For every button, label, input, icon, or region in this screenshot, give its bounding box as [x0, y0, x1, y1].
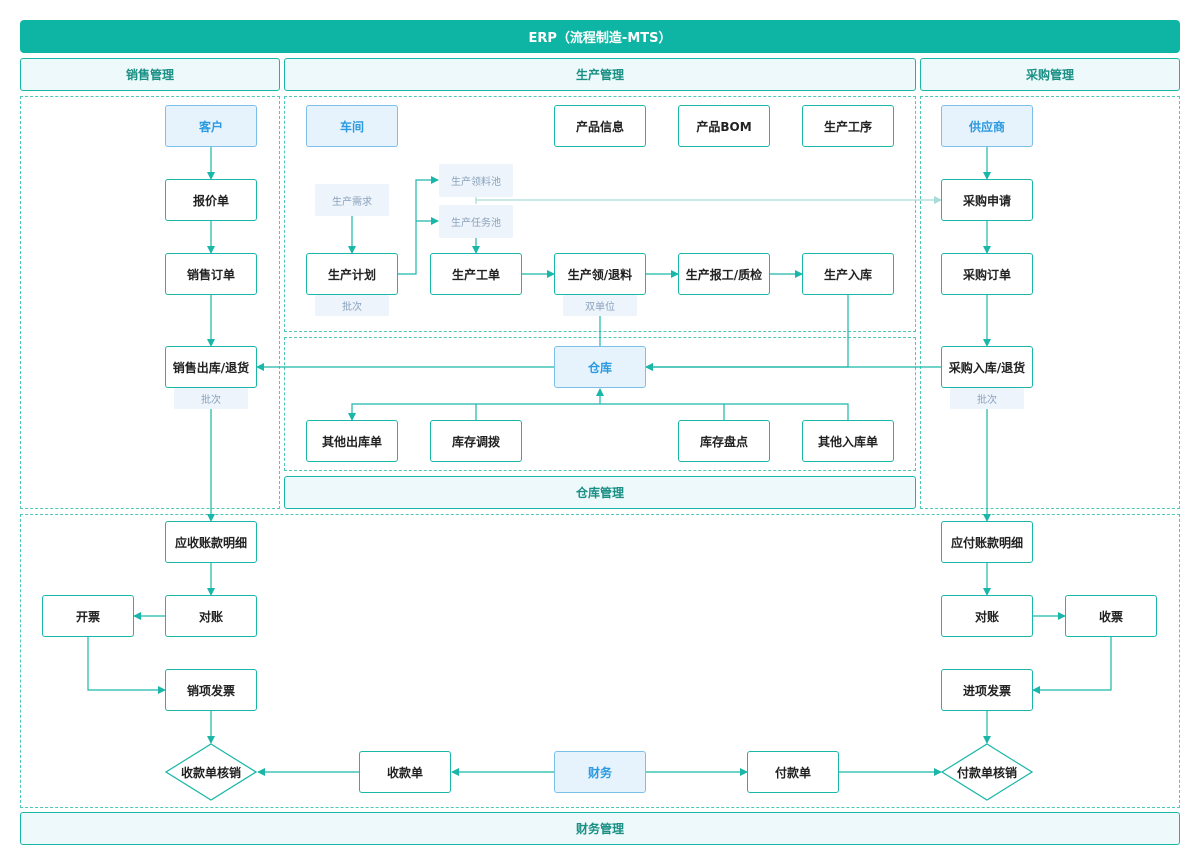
region-finance [20, 514, 1180, 808]
node-report-qc[interactable]: 生产报工/质检 [678, 253, 770, 295]
node-purchase-request[interactable]: 采购申请 [941, 179, 1033, 221]
diamond-shape [165, 743, 257, 801]
node-purchase-inbound[interactable]: 采购入库/退货 [941, 346, 1033, 388]
node-invoice-receive[interactable]: 收票 [1065, 595, 1157, 637]
tag-batch-purchase: 批次 [950, 388, 1024, 409]
edge-warehouse-other-outbound [348, 403, 849, 421]
node-customer[interactable]: 客户 [165, 105, 257, 147]
edge-plan-materialpool [398, 176, 439, 275]
payment-writeoff-label: 付款单核销 [956, 765, 1017, 780]
node-payment[interactable]: 付款单 [747, 751, 839, 793]
section-header-sales: 销售管理 [20, 58, 280, 91]
diamond-shape [941, 743, 1033, 801]
tag-batch-plan: 批次 [315, 295, 389, 316]
edge-receive-purchaseinvoice [1032, 637, 1112, 694]
node-finance[interactable]: 财务 [554, 751, 646, 793]
edge-invoice-salesinvoice [87, 637, 166, 694]
region-purchase [920, 96, 1180, 509]
node-workshop[interactable]: 车间 [306, 105, 398, 147]
node-warehouse[interactable]: 仓库 [554, 346, 646, 388]
node-receipt-writeoff[interactable]: 收款单核销 [165, 743, 257, 801]
section-header-purchase: 采购管理 [920, 58, 1180, 91]
node-ar-detail[interactable]: 应收账款明细 [165, 521, 257, 563]
node-payment-writeoff[interactable]: 付款单核销 [941, 743, 1033, 801]
node-production-inbound[interactable]: 生产入库 [802, 253, 894, 295]
node-product-bom[interactable]: 产品BOM [678, 105, 770, 147]
node-sales-outbound[interactable]: 销售出库/退货 [165, 346, 257, 388]
receipt-writeoff-label: 收款单核销 [180, 765, 241, 780]
node-ap-reconcile[interactable]: 对账 [941, 595, 1033, 637]
tag-task-pool: 生产任务池 [439, 205, 513, 238]
tag-dual-unit: 双单位 [563, 295, 637, 316]
tag-production-demand: 生产需求 [315, 184, 389, 216]
node-ar-reconcile[interactable]: 对账 [165, 595, 257, 637]
node-sales-order[interactable]: 销售订单 [165, 253, 257, 295]
section-header-warehouse: 仓库管理 [284, 476, 916, 509]
node-supplier[interactable]: 供应商 [941, 105, 1033, 147]
section-header-production: 生产管理 [284, 58, 916, 91]
node-other-inbound[interactable]: 其他入库单 [802, 420, 894, 462]
node-stock-transfer[interactable]: 库存调拨 [430, 420, 522, 462]
node-work-order[interactable]: 生产工单 [430, 253, 522, 295]
node-purchase-order[interactable]: 采购订单 [941, 253, 1033, 295]
node-receipt[interactable]: 收款单 [359, 751, 451, 793]
node-product-info[interactable]: 产品信息 [554, 105, 646, 147]
node-invoice-issue[interactable]: 开票 [42, 595, 134, 637]
tag-batch-sales: 批次 [174, 388, 248, 409]
region-sales [20, 96, 280, 509]
node-production-plan[interactable]: 生产计划 [306, 253, 398, 295]
node-purchase-invoice[interactable]: 进项发票 [941, 669, 1033, 711]
node-sales-invoice[interactable]: 销项发票 [165, 669, 257, 711]
node-quote[interactable]: 报价单 [165, 179, 257, 221]
node-ap-detail[interactable]: 应付账款明细 [941, 521, 1033, 563]
tag-material-pool: 生产领料池 [439, 164, 513, 197]
node-production-process[interactable]: 生产工序 [802, 105, 894, 147]
diagram-title: ERP（流程制造-MTS） [20, 20, 1180, 53]
node-other-outbound[interactable]: 其他出库单 [306, 420, 398, 462]
node-material-issue[interactable]: 生产领/退料 [554, 253, 646, 295]
node-stock-count[interactable]: 库存盘点 [678, 420, 770, 462]
section-header-finance: 财务管理 [20, 812, 1180, 845]
edge-inbound-warehouse [645, 295, 849, 371]
